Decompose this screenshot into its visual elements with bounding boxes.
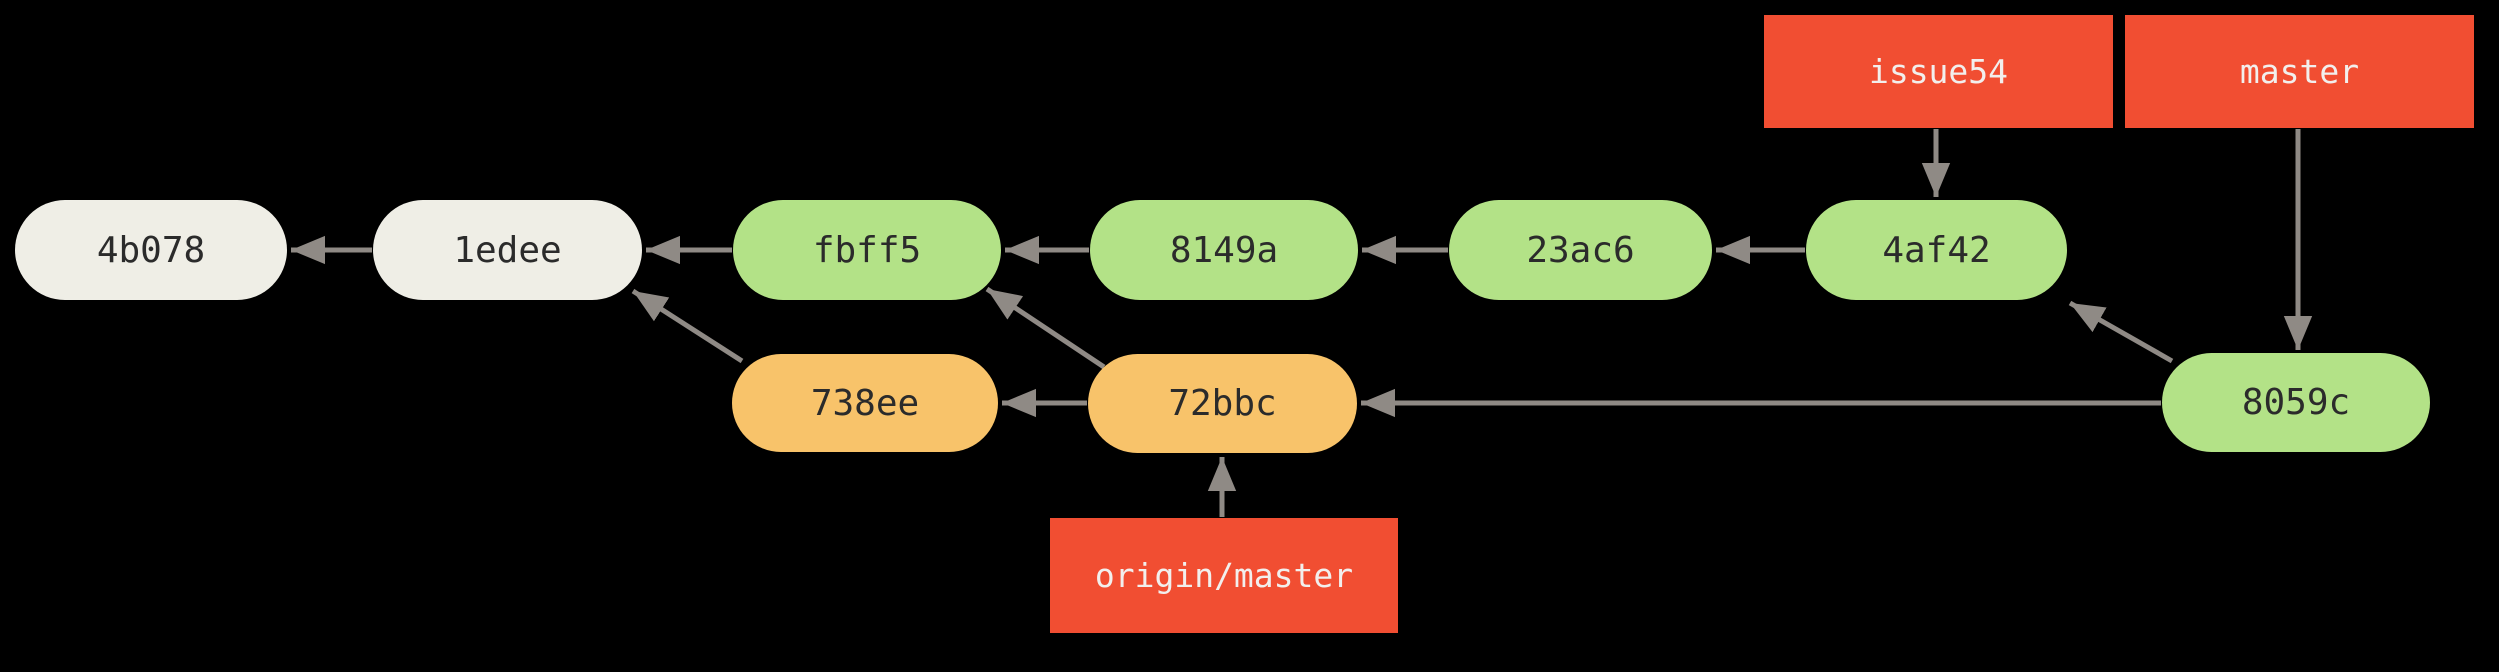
commit-hash: 1edee [453, 229, 562, 271]
branch-name: issue54 [1868, 52, 2009, 91]
commit-hash: 23ac6 [1526, 229, 1635, 271]
commit-hash: 72bbc [1168, 383, 1277, 424]
commit-node-1edee: 1edee [373, 200, 642, 300]
branch-name: origin/master [1094, 556, 1354, 595]
commit-node-8149a: 8149a [1090, 200, 1358, 300]
commit-node-23ac6: 23ac6 [1449, 200, 1712, 300]
commit-hash: 738ee [810, 382, 920, 424]
commit-node-4b078: 4b078 [15, 200, 287, 300]
commit-node-8059c: 8059c [2162, 353, 2430, 452]
branch-label-origin-master: origin/master [1050, 518, 1398, 633]
branch-label-master: master [2125, 15, 2474, 128]
commit-hash: 8059c [2241, 382, 2351, 423]
edge-arrow-8059c-to-4af42 [2068, 300, 2174, 364]
branch-name: master [2239, 52, 2360, 91]
commit-hash: 8149a [1169, 229, 1279, 271]
commit-hash: 4af42 [1882, 229, 1991, 271]
commit-hash: 4b078 [96, 229, 206, 271]
edge-arrow-72bbc-to-fbff5 [985, 286, 1106, 370]
edge-arrow-738ee-to-1edee [631, 288, 744, 364]
commit-node-fbff5: fbff5 [733, 200, 1001, 300]
commit-hash: fbff5 [812, 229, 922, 271]
commit-node-72bbc: 72bbc [1088, 354, 1357, 453]
commit-node-738ee: 738ee [732, 354, 998, 452]
branch-label-issue54: issue54 [1764, 15, 2113, 128]
commit-node-4af42: 4af42 [1806, 200, 2067, 300]
